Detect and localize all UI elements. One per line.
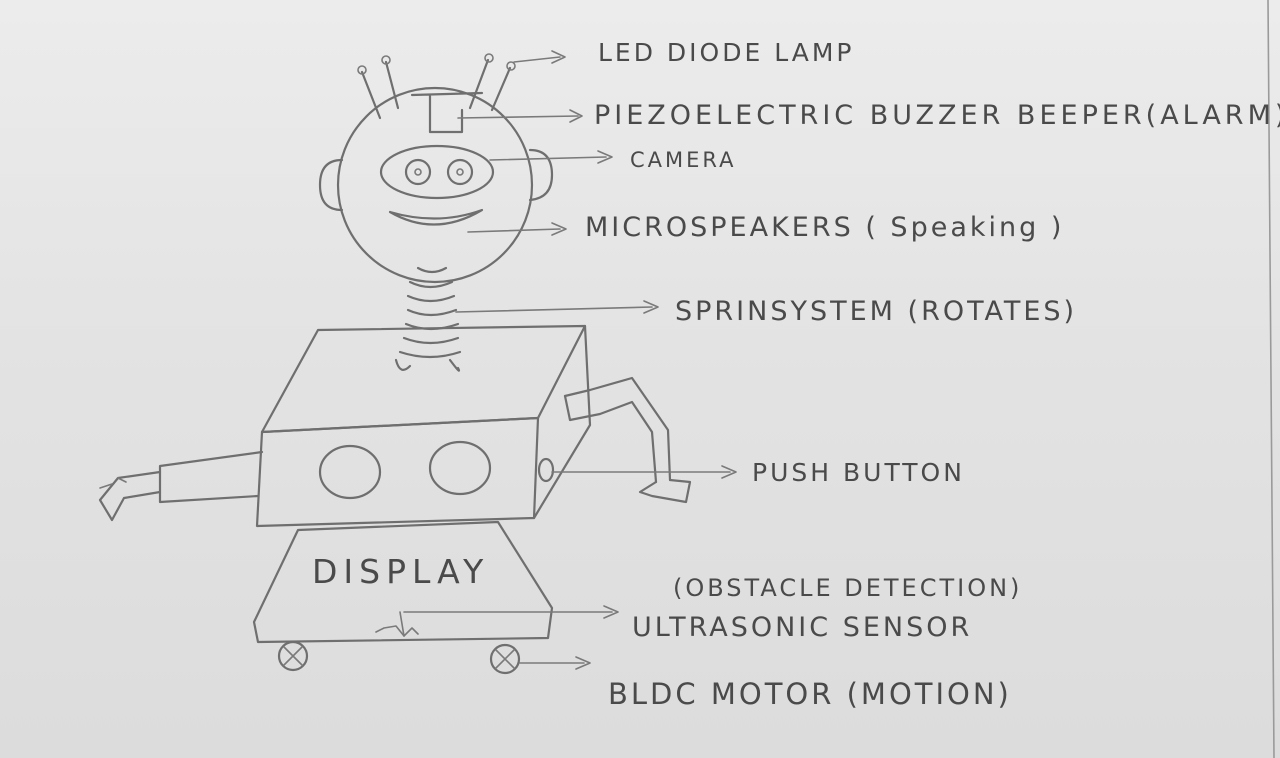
body-right-circle bbox=[428, 440, 492, 496]
pointer-arrows bbox=[403, 50, 737, 670]
label-ultrasonic-sensor: ULTRASONIC SENSOR bbox=[632, 612, 973, 643]
label-push-button: PUSH BUTTON bbox=[752, 458, 965, 487]
mouth bbox=[388, 208, 484, 226]
robot-body bbox=[255, 324, 592, 528]
paper-edge bbox=[1267, 0, 1275, 758]
label-bldc-motor: BLDC MOTOR (MOTION) bbox=[608, 677, 1012, 711]
left-eye bbox=[404, 158, 432, 186]
buzzer-mark bbox=[410, 91, 484, 134]
camera-lens-outline bbox=[379, 144, 495, 200]
label-obstacle-detection: (OBSTACLE DETECTION) bbox=[673, 574, 1023, 602]
label-led-diode-lamp: LED DIODE LAMP bbox=[598, 38, 855, 67]
label-piezo-buzzer: PIEZOELECTRIC BUZZER BEEPER(ALARM) bbox=[594, 100, 1280, 131]
robot-base bbox=[252, 520, 554, 675]
right-eye bbox=[446, 158, 474, 186]
right-wheel bbox=[489, 643, 521, 675]
label-display: DISPLAY bbox=[312, 552, 490, 591]
label-camera: CAMERA bbox=[630, 148, 737, 172]
body-left-circle bbox=[318, 444, 382, 500]
led-antennas bbox=[357, 53, 516, 120]
label-spring-system: SPRINSYSTEM (ROTATES) bbox=[675, 296, 1078, 327]
push-button-shape bbox=[537, 457, 555, 483]
left-arm bbox=[98, 450, 264, 522]
right-arm bbox=[563, 376, 692, 504]
ultrasonic-sensor-shape bbox=[375, 625, 419, 637]
spring-neck bbox=[394, 266, 462, 372]
left-wheel bbox=[277, 640, 309, 672]
robot-head bbox=[318, 86, 554, 284]
label-microspeakers: MICROSPEAKERS ( Speaking ) bbox=[585, 212, 1065, 243]
right-ear bbox=[528, 148, 554, 202]
left-ear bbox=[318, 158, 344, 212]
